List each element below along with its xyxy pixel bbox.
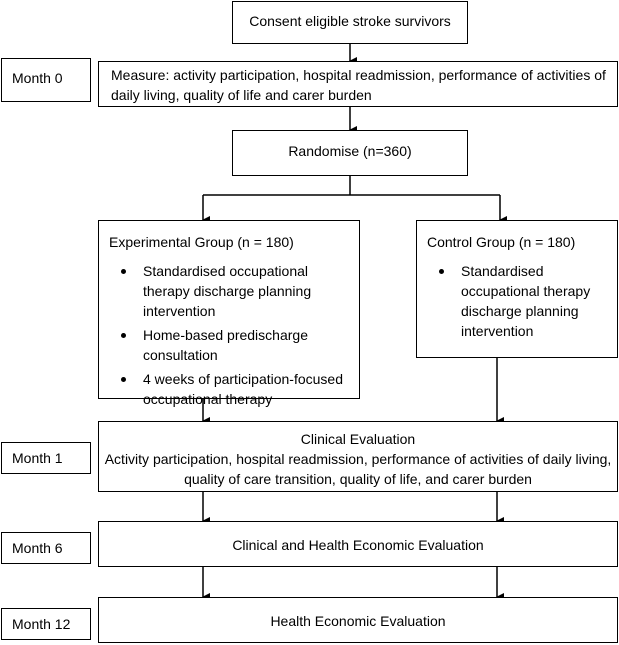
list-item: Standardised occupational therapy discha… bbox=[109, 261, 349, 321]
randomise-text: Randomise (n=360) bbox=[288, 143, 412, 159]
bullet-icon bbox=[121, 269, 126, 274]
clinical-evaluation-body: Activity participation, hospital readmis… bbox=[104, 451, 612, 487]
control-group-list: Standardised occupational therapy discha… bbox=[427, 261, 609, 341]
month-6-text: Month 6 bbox=[12, 540, 63, 556]
list-item: Standardised occupational therapy discha… bbox=[427, 261, 609, 341]
experimental-group-title: Experimental Group (n = 180) bbox=[109, 234, 294, 250]
experimental-group-list: Standardised occupational therapy discha… bbox=[109, 261, 349, 409]
month-0-label: Month 0 bbox=[1, 58, 91, 102]
clinical-health-economic-box: Clinical and Health Economic Evaluation bbox=[98, 521, 618, 567]
list-item-text: Standardised occupational therapy discha… bbox=[143, 263, 312, 319]
consent-text: Consent eligible stroke survivors bbox=[249, 13, 451, 29]
experimental-group-box: Experimental Group (n = 180) Standardise… bbox=[98, 220, 360, 407]
month-6-label: Month 6 bbox=[1, 532, 91, 564]
measure-box: Measure: activity participation, hospita… bbox=[98, 61, 618, 107]
month-1-label: Month 1 bbox=[1, 442, 91, 474]
bullet-icon bbox=[121, 377, 126, 382]
health-economic-text: Health Economic Evaluation bbox=[270, 613, 446, 629]
measure-text: Measure: activity participation, hospita… bbox=[111, 67, 606, 103]
list-item-text: Standardised occupational therapy discha… bbox=[461, 263, 591, 339]
month-12-text: Month 12 bbox=[12, 616, 71, 632]
bullet-icon bbox=[121, 333, 126, 338]
bullet-icon bbox=[439, 269, 444, 274]
consent-box: Consent eligible stroke survivors bbox=[232, 1, 468, 44]
control-group-title: Control Group (n = 180) bbox=[427, 234, 576, 250]
month-1-text: Month 1 bbox=[12, 450, 63, 466]
list-item: Home-based predischarge consultation bbox=[109, 325, 349, 365]
randomise-box: Randomise (n=360) bbox=[232, 130, 468, 176]
health-economic-box: Health Economic Evaluation bbox=[98, 597, 618, 643]
list-item-text: 4 weeks of participation-focused occupat… bbox=[143, 371, 343, 407]
clinical-evaluation-box: Clinical Evaluation Activity participati… bbox=[98, 421, 618, 492]
list-item: 4 weeks of participation-focused occupat… bbox=[109, 369, 349, 409]
month-0-text: Month 0 bbox=[12, 70, 63, 86]
month-12-label: Month 12 bbox=[1, 608, 91, 640]
list-item-text: Home-based predischarge consultation bbox=[143, 327, 308, 363]
clinical-health-economic-text: Clinical and Health Economic Evaluation bbox=[232, 537, 484, 553]
clinical-evaluation-title: Clinical Evaluation bbox=[300, 431, 416, 447]
control-group-box: Control Group (n = 180) Standardised occ… bbox=[416, 220, 618, 358]
